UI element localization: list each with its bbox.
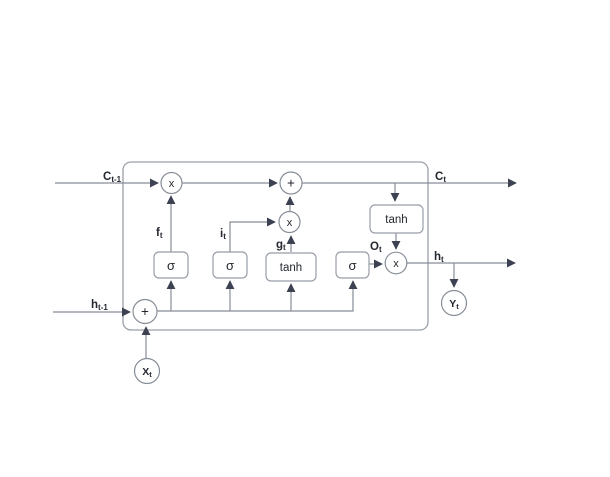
forget-sigmoid-label: σ	[167, 258, 175, 273]
input-sigmoid-label: σ	[226, 258, 234, 273]
hidden-state-out-label: ht	[434, 251, 444, 264]
cell-tanh-box	[369, 204, 424, 234]
cell-add-node	[279, 171, 303, 195]
forget-multiply-label: x	[169, 178, 175, 190]
wire-input-gate	[229, 217, 276, 252]
hidden-state-in-label: ht-1	[91, 299, 108, 312]
input-signal-label: it	[220, 228, 226, 241]
candidate-signal-label: gt	[276, 239, 286, 252]
forget-signal-label: ft	[156, 227, 163, 240]
concat-add-label: +	[141, 304, 149, 319]
output-sigmoid-gate	[335, 251, 370, 279]
cell-add-label: +	[287, 176, 295, 191]
concat-add-node	[132, 298, 158, 325]
input-multiply-label: x	[287, 217, 293, 229]
forget-sigmoid-gate	[153, 251, 189, 279]
output-node	[440, 289, 468, 317]
input-multiply-node	[278, 210, 301, 234]
input-node-label: Xt	[142, 366, 152, 379]
cell-tanh-label: tanh	[385, 214, 407, 226]
forget-multiply-node	[160, 171, 183, 195]
lstm-cell-boundary	[122, 161, 429, 331]
candidate-tanh-gate	[265, 252, 317, 282]
output-multiply-label: x	[393, 258, 399, 270]
input-sigmoid-gate	[212, 251, 248, 279]
wire-distribution	[157, 280, 358, 312]
cell-state-out-label: Ct	[435, 171, 446, 184]
input-node	[133, 357, 161, 385]
cell-state-in-label: Ct-1	[103, 171, 122, 184]
candidate-tanh-label: tanh	[280, 262, 302, 274]
output-signal-label: Ot	[370, 241, 382, 254]
output-multiply-node	[384, 251, 408, 275]
output-node-label: Yt	[449, 298, 459, 311]
output-sigmoid-label: σ	[348, 258, 356, 273]
